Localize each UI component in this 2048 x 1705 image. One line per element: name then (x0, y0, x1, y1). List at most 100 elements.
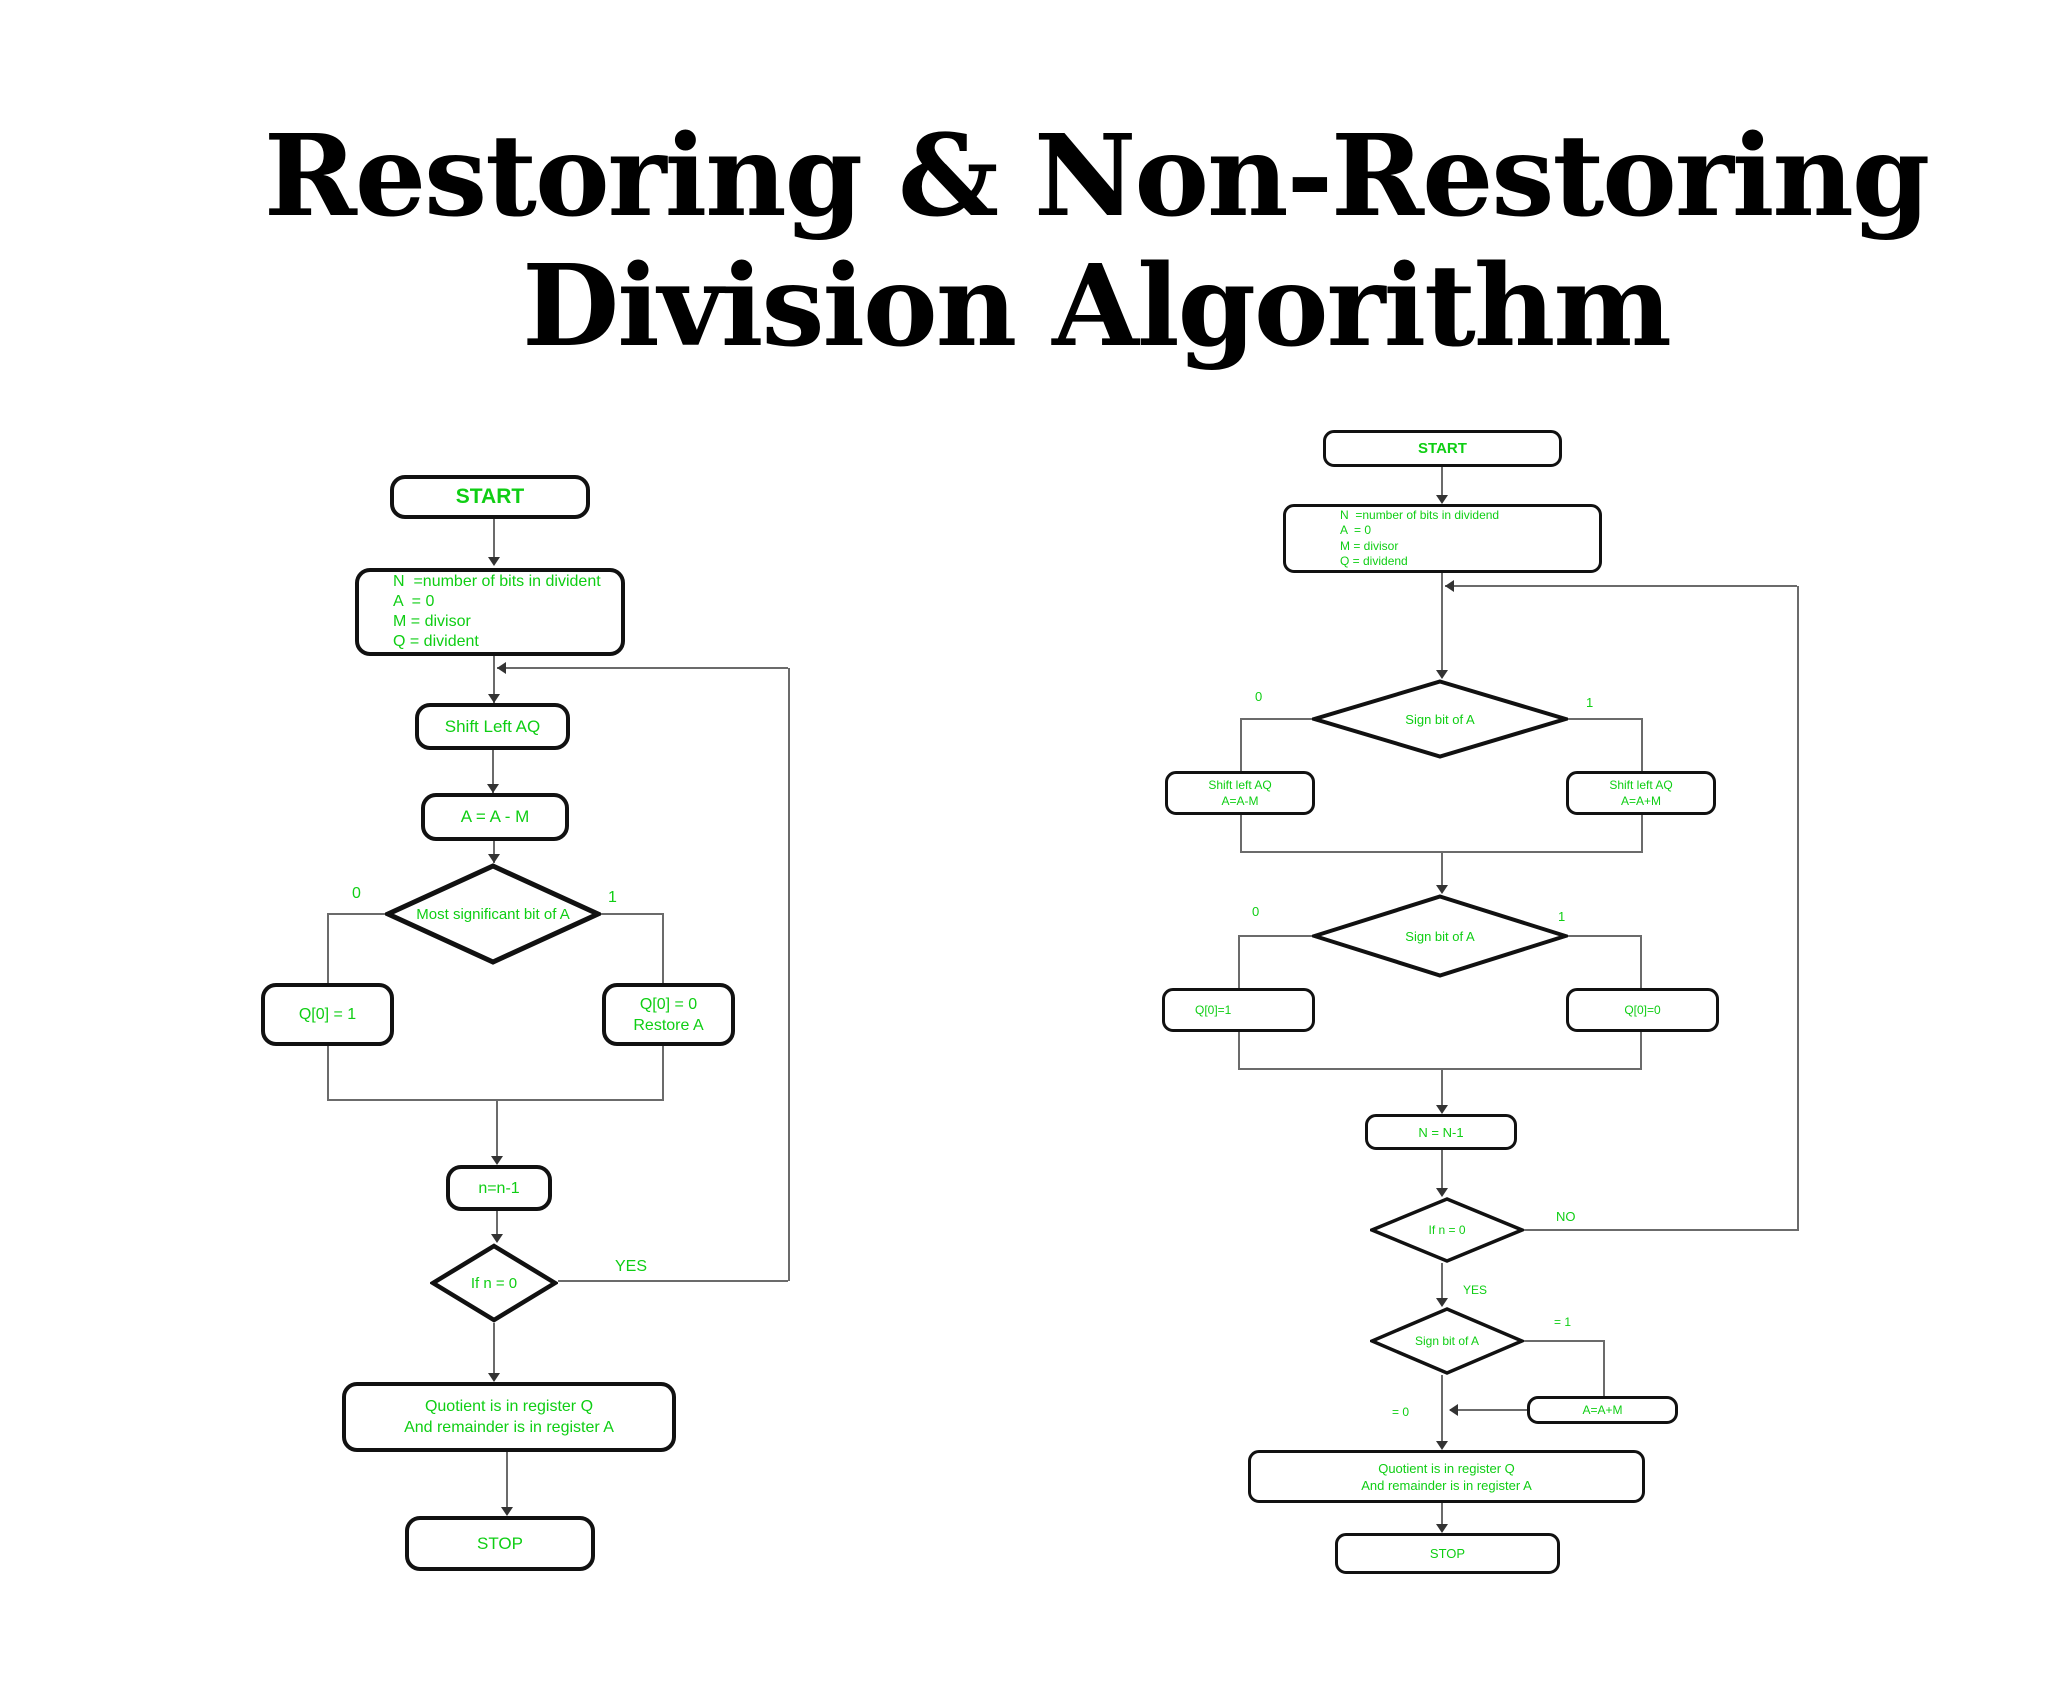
no-label: NO (1556, 1209, 1576, 1224)
q0-node: Q[0]=0 (1566, 988, 1719, 1032)
arrow-down-icon (488, 854, 500, 863)
decision-n-label: If n = 0 (470, 1274, 518, 1292)
branch-line (1566, 935, 1642, 937)
init-line: M = divisor (1340, 538, 1399, 553)
decision-msb-label: Most significant bit of A (416, 905, 570, 923)
merge-line (327, 1099, 664, 1101)
connector-line (496, 1100, 498, 1159)
connector-line (1441, 1069, 1443, 1108)
q1-label: Q[0]=1 (1195, 1003, 1232, 1017)
arrow-down-icon (1436, 1105, 1448, 1114)
decrement-label: N = N-1 (1418, 1124, 1464, 1140)
arrow-left-icon (497, 662, 506, 674)
branch-line (1240, 718, 1314, 720)
result-node: Quotient is in register Q And remainder … (342, 1382, 676, 1452)
branch-line (1603, 1340, 1605, 1396)
arrow-down-icon (491, 1234, 503, 1243)
branch-0-label: 0 (352, 885, 361, 902)
stop-label: STOP (477, 1533, 523, 1553)
add-label: A=A+M (1582, 1403, 1623, 1417)
decision-n-label: If n = 0 (1428, 1223, 1466, 1237)
start-label: START (455, 485, 525, 508)
feedback-line (1797, 586, 1799, 1231)
subtract-label: A = A - M (460, 807, 530, 826)
restore-label: Restore A (633, 1016, 704, 1034)
result-node: Quotient is in register Q And remainder … (1248, 1450, 1645, 1503)
branch-line (1641, 718, 1643, 773)
q0-label: Q[0] = 0 (639, 995, 698, 1013)
branch-line (1566, 718, 1643, 720)
connector-line (506, 1452, 508, 1510)
start-node: START (390, 475, 590, 519)
title-line-1: Restoring & Non-Restoring (263, 111, 1930, 242)
arrow-down-icon (1436, 885, 1448, 894)
arrow-down-icon (487, 784, 499, 793)
no-line (1524, 1229, 1797, 1231)
shift-label: Shift Left AQ (444, 716, 541, 736)
arrow-down-icon (1436, 495, 1448, 504)
branch-1-label: 1 (608, 889, 617, 906)
feedback-line (497, 667, 788, 669)
arrow-down-icon (1436, 1441, 1448, 1450)
arrow-down-icon (501, 1507, 513, 1516)
decrement-node: N = N-1 (1365, 1114, 1517, 1150)
shift-node: Shift Left AQ (415, 703, 570, 750)
decision-sign3-label: Sign bit of A (1414, 1334, 1480, 1348)
branch-line (1240, 718, 1242, 773)
shift-subtract-node: Shift left AQ A=A-M (1165, 771, 1315, 815)
subtract-label: A=A-M (1221, 794, 1259, 808)
q1-label: Q[0] = 1 (298, 1006, 357, 1023)
yes-label: YES (615, 1258, 648, 1275)
page-title: Restoring & Non-Restoring Division Algor… (0, 112, 2048, 372)
decision-msb-node: Most significant bit of A (385, 863, 601, 965)
branch-line (1238, 935, 1314, 937)
init-line: Q = divident (393, 633, 479, 650)
branch-line (1238, 935, 1240, 988)
merge-line (1238, 1068, 1642, 1070)
q0-label: Q[0]=0 (1624, 1003, 1661, 1017)
connector-line (493, 519, 495, 563)
branch-line (599, 913, 664, 915)
connector-line (1441, 1375, 1443, 1444)
arrow-left-icon (1449, 1404, 1458, 1416)
init-node: N =number of bits in dividend A = 0 M = … (1283, 504, 1602, 573)
init-node: N =number of bits in divident A = 0 M = … (355, 568, 625, 656)
branch-line (1640, 935, 1642, 988)
init-line: A = 0 (393, 593, 435, 610)
q1-node: Q[0]=1 (1162, 988, 1315, 1032)
branch-line (1238, 1032, 1240, 1069)
branch-line (1640, 1032, 1642, 1069)
branch-1-label: 1 (1558, 909, 1566, 924)
init-line: N =number of bits in dividend (1340, 507, 1500, 522)
branch-0-label: 0 (1255, 689, 1263, 704)
yes-label: YES (1463, 1283, 1488, 1297)
branch-0-label: 0 (1252, 904, 1260, 919)
q0-restore-node: Q[0] = 0 Restore A (602, 983, 735, 1046)
branch-line (662, 913, 664, 1046)
branch-line (662, 1046, 664, 1101)
decrement-label: n=n-1 (478, 1179, 520, 1197)
connector-line (496, 1211, 498, 1238)
subtract-node: A = A - M (421, 793, 569, 841)
connector-line (1441, 1263, 1443, 1301)
add-node: A=A+M (1527, 1396, 1678, 1424)
eq1-label: = 1 (1554, 1315, 1572, 1329)
start-label: START (1418, 440, 1467, 457)
connector-line (493, 656, 495, 703)
branch-line (1641, 815, 1643, 853)
connector-line (493, 1323, 495, 1376)
title-line-2: Division Algorithm (522, 241, 1672, 372)
decision-sign2-label: Sign bit of A (1405, 928, 1475, 944)
branch-line (1524, 1340, 1603, 1342)
arrow-down-icon (1436, 670, 1448, 679)
arrow-down-icon (1436, 1298, 1448, 1307)
result-line: Quotient is in register Q (424, 1398, 594, 1415)
eq0-label: = 0 (1392, 1405, 1410, 1419)
shift-label: Shift left AQ (1609, 778, 1673, 792)
decision-sign1-label: Sign bit of A (1405, 711, 1475, 727)
branch-line (327, 1046, 329, 1101)
result-line: And remainder is in register A (404, 1419, 614, 1436)
branch-line (1240, 815, 1242, 853)
feedback-line (1445, 585, 1797, 587)
